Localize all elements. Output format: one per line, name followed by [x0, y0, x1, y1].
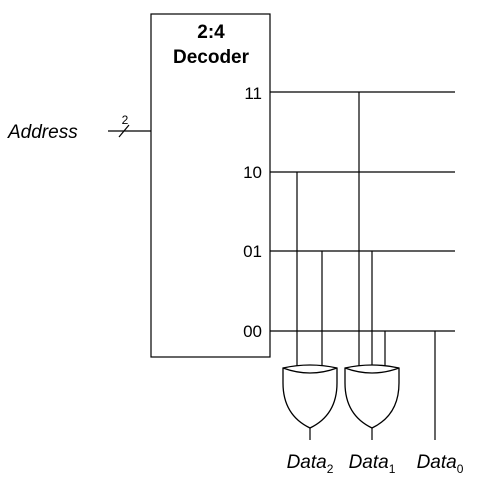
or-gate-data1 — [344, 364, 400, 429]
address-label: Address — [7, 122, 78, 143]
output-label-10: 10 — [243, 163, 262, 182]
bus-slash — [118, 124, 130, 138]
decoder-title-line1: 2:4 — [197, 22, 225, 43]
or-gate-data2 — [282, 364, 338, 429]
output-label-11: 11 — [244, 84, 262, 103]
output-label-00: 00 — [243, 322, 262, 341]
bus-width-label: 2 — [122, 113, 129, 127]
decoder-box — [150, 13, 271, 358]
data1-label: Data1 — [349, 452, 396, 476]
data0-label: Data0 — [417, 452, 464, 476]
data2-label: Data2 — [287, 452, 334, 476]
output-label-01: 01 — [243, 242, 262, 261]
or-gate-data1-back — [344, 367, 400, 374]
decoder-title-line2: Decoder — [173, 47, 250, 68]
or-gate-data2-back — [282, 367, 338, 374]
